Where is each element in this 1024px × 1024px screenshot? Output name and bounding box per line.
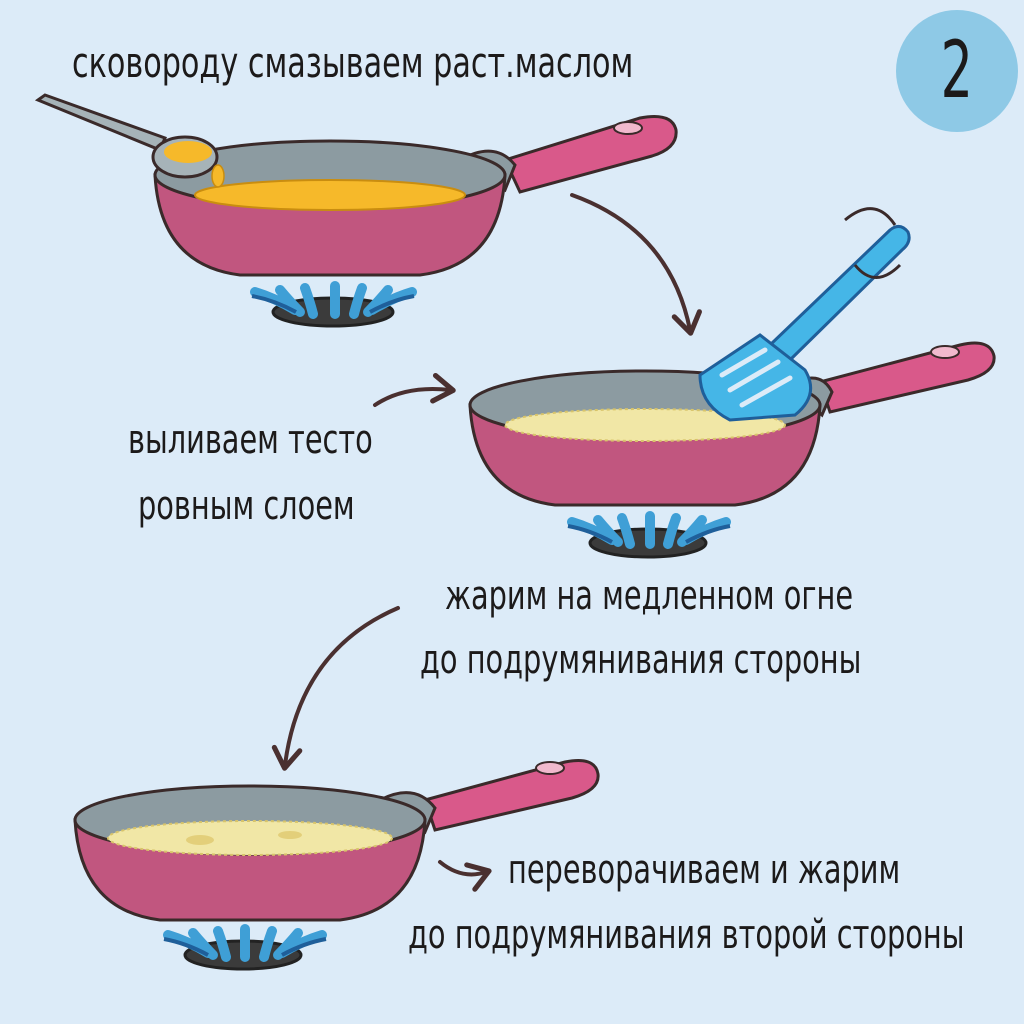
pan-3	[73, 759, 600, 922]
oil-spoon	[34, 93, 225, 188]
burner-2	[567, 511, 731, 559]
arrow-pour-to-pan2	[373, 372, 456, 407]
arrow-pan3-to-flip	[438, 860, 492, 892]
text-flip-2: до подрумянивания второй стороны	[408, 912, 965, 958]
text-pour-batter-2: ровным слоем	[138, 483, 355, 529]
text-grease-pan: сковороду смазываем раст.маслом	[72, 38, 634, 87]
burner-1	[250, 281, 417, 328]
step-number: 2	[940, 26, 974, 116]
text-pour-batter-1: выливаем тесто	[128, 417, 373, 463]
text-flip-1: переворачиваем и жарим	[508, 847, 901, 893]
spatula	[698, 207, 911, 422]
text-fry-low-2: до подрумянивания стороны	[420, 637, 862, 683]
burner-3	[163, 924, 327, 971]
pan-1	[153, 115, 678, 277]
step-number-badge: 2	[896, 10, 1018, 132]
arrow-step2-to-step3	[271, 606, 400, 771]
arrow-step1-to-step2	[570, 193, 702, 336]
text-fry-low-1: жарим на медленном огне	[445, 573, 854, 619]
